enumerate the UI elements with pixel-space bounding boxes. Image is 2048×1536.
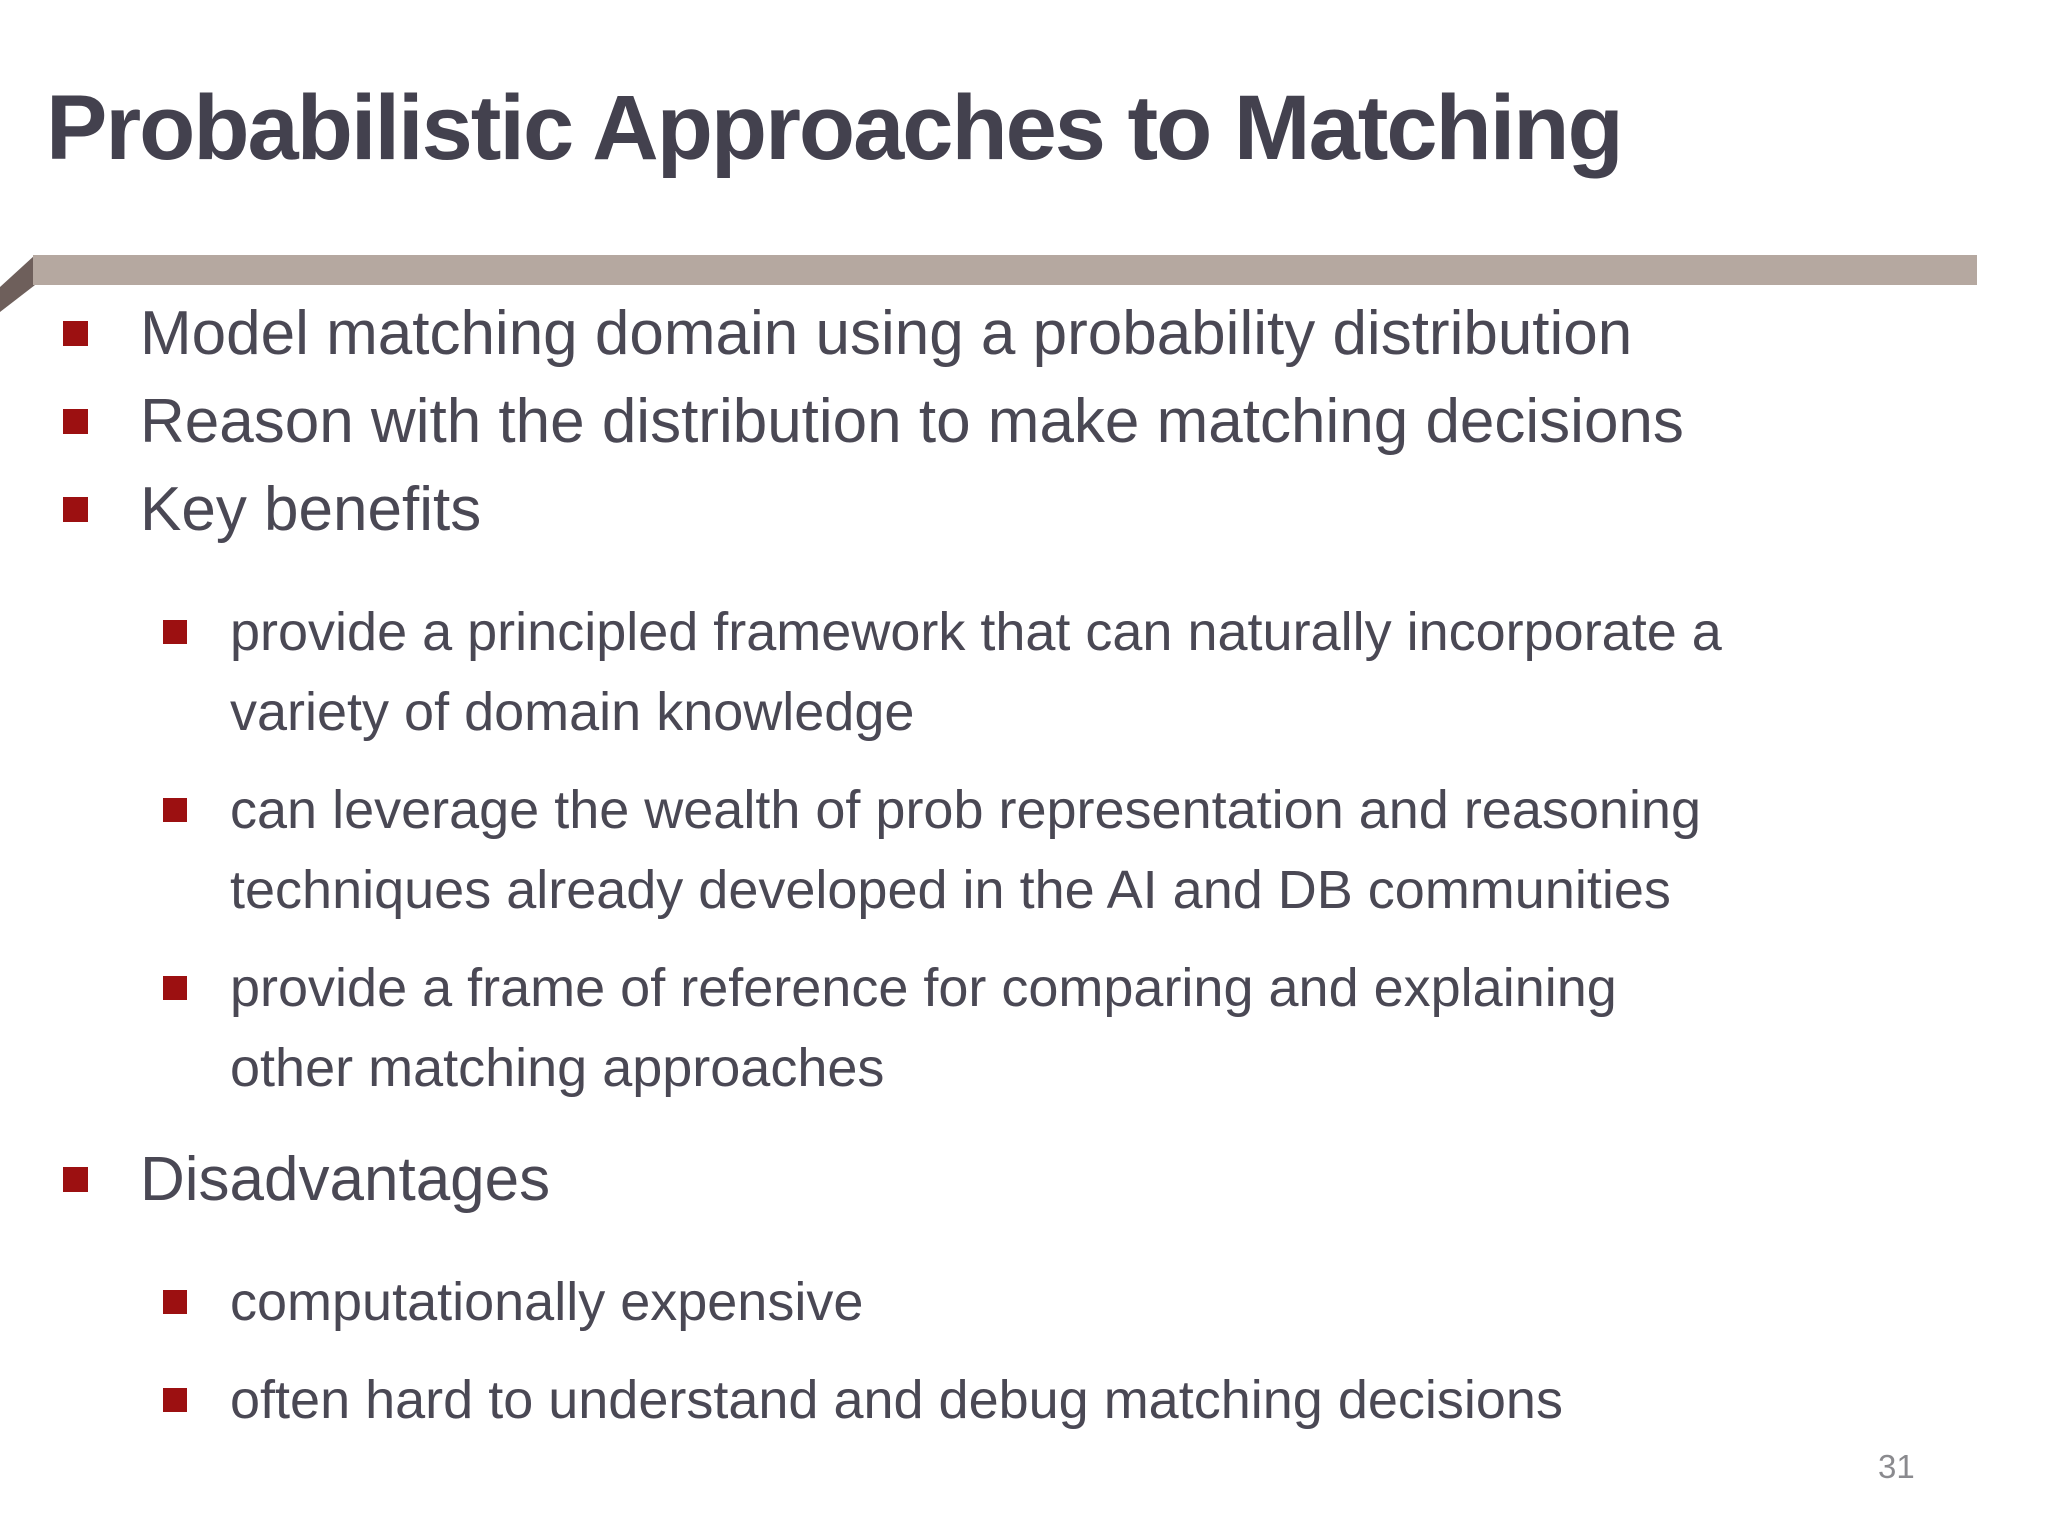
bullet-item: provide a frame of reference for compari…: [0, 948, 1998, 1108]
bullet-square-icon: [163, 798, 187, 822]
bullet-item: can leverage the wealth of prob represen…: [0, 770, 1998, 930]
bullet-item: Key benefits: [0, 466, 1998, 554]
bullet-text-line: Disadvantages: [140, 1145, 551, 1214]
bullet-square-icon: [163, 1388, 187, 1412]
bullet-square-icon: [63, 409, 88, 434]
bullet-item: often hard to understand and debug match…: [0, 1360, 1998, 1440]
bullet-text-line: Reason with the distribution to make mat…: [140, 387, 1684, 456]
bullet-square-icon: [163, 976, 187, 1000]
bullet-text-line: can leverage the wealth of prob represen…: [230, 780, 1701, 840]
bullet-item: Disadvantages: [0, 1136, 1998, 1224]
bullet-text-line: provide a principled framework that can …: [230, 602, 1722, 662]
title-bar-fold-icon: [0, 255, 35, 312]
bullet-text-line: variety of domain knowledge: [230, 682, 915, 742]
page-title: Probabilistic Approaches to Matching: [46, 77, 1624, 179]
bullet-square-icon: [63, 1167, 88, 1192]
bullet-text-line: Key benefits: [140, 475, 482, 544]
bullet-text-line: provide a frame of reference for compari…: [230, 958, 1617, 1018]
bullet-text-line: other matching approaches: [230, 1038, 885, 1098]
bullet-item: Reason with the distribution to make mat…: [0, 378, 1998, 466]
bullet-text-line: computationally expensive: [230, 1272, 864, 1332]
bullet-square-icon: [63, 321, 88, 346]
bullet-square-icon: [63, 497, 88, 522]
bullet-text-line: techniques already developed in the AI a…: [230, 860, 1671, 920]
bullet-square-icon: [163, 1290, 187, 1314]
bullet-list: Model matching domain using a probabilit…: [0, 290, 2048, 1440]
bullet-item: provide a principled framework that can …: [0, 592, 1998, 752]
bullet-square-icon: [163, 620, 187, 644]
bullet-item: Model matching domain using a probabilit…: [0, 290, 1998, 378]
title-bar-rect: [33, 255, 1977, 285]
page-number: 31: [1878, 1448, 1915, 1485]
bullet-item: computationally expensive: [0, 1262, 1998, 1342]
bullet-text-line: often hard to understand and debug match…: [230, 1370, 1563, 1430]
bullet-text-line: Model matching domain using a probabilit…: [140, 299, 1633, 368]
title-underline-bar: [0, 255, 1977, 312]
